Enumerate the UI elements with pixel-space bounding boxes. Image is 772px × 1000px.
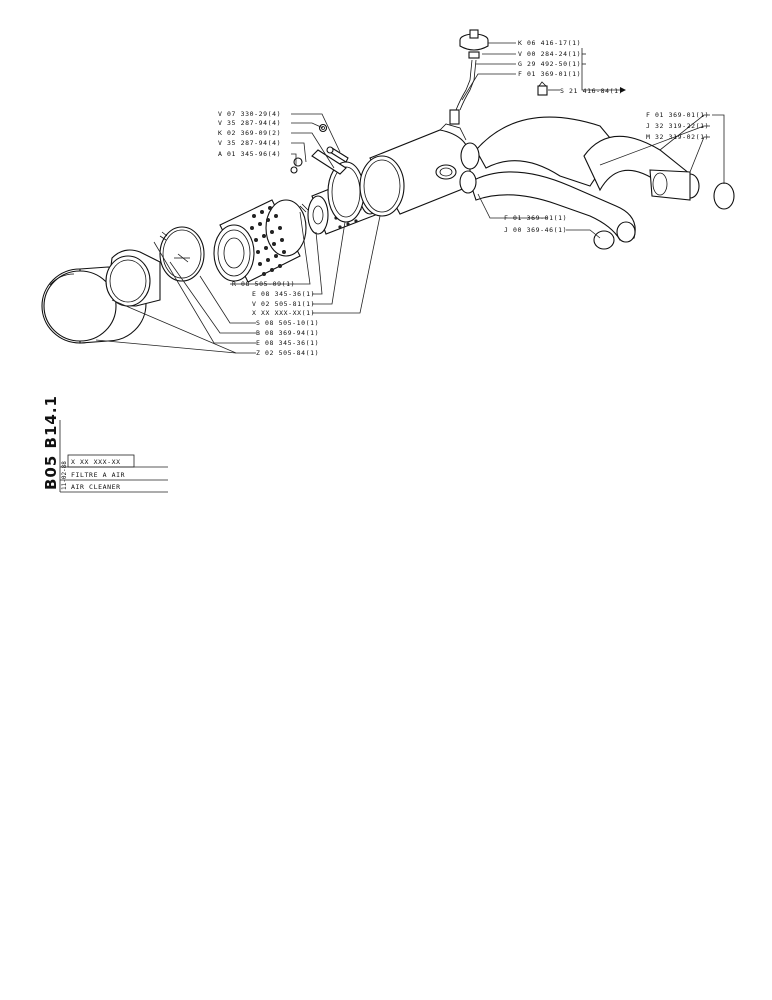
filter-element-part — [213, 199, 309, 283]
label-k06416: K 06 416-17(1) — [518, 39, 581, 47]
label-b08369: B 08 369-94(1) — [256, 329, 319, 337]
label-z02505: Z 02 505-84(1) — [256, 349, 319, 357]
revision-date: 11-02-88 — [61, 461, 68, 490]
title-english: AIR CLEANER — [71, 483, 121, 491]
title-french: FILTRE A AIR — [71, 471, 125, 479]
label-j00369: J 00 369-46(1) — [504, 226, 567, 234]
label-f01369-right: F 01 369-01(1) — [646, 111, 709, 119]
baffle-plate-part — [159, 226, 205, 282]
label-k02369: K 02 369-09(2) — [218, 129, 281, 137]
bracket-part — [311, 149, 347, 175]
label-v35287-a: V 35 287-94(4) — [218, 119, 281, 127]
label-e08345-b: E 08 345-36(1) — [256, 339, 319, 347]
label-v35287-b: V 35 287-94(4) — [218, 139, 281, 147]
hose-clamp-part — [459, 142, 735, 250]
gasket-ring-part — [327, 161, 365, 223]
label-g29492: G 29 492-50(1) — [518, 60, 581, 68]
intake-hose-part — [469, 116, 700, 241]
label-f01369-mid: F 01 369-01(1) — [504, 214, 567, 222]
label-v00284: V 00 284-24(1) — [518, 50, 581, 58]
label-v02505: V 02 505-81(1) — [252, 300, 315, 308]
label-xxx: X XX XXX-XX(1) — [252, 309, 315, 317]
label-j32319: J 32 319-22(1) — [646, 122, 709, 130]
label-e08345-a: E 08 345-36(1) — [252, 290, 315, 298]
section-code: B05 B14.1 — [42, 395, 60, 490]
label-f01369-top: F 01 369-01(1) — [518, 70, 581, 78]
title-block: B05 B14.1 11-02-88 X XX XXX-XX FILTRE A … — [42, 395, 168, 493]
label-r08505: R 08 505-09(1) — [232, 280, 295, 288]
part-number: X XX XXX-XX — [71, 458, 121, 466]
washer-part — [290, 157, 303, 174]
label-s08505: S 08 505-10(1) — [256, 319, 319, 327]
label-s21416: S 21 416-84(1) — [560, 87, 623, 95]
bolt-part — [326, 146, 349, 163]
label-a01345: A 01 345-96(4) — [218, 150, 281, 158]
label-m32319: M 32 319-02(1) — [646, 133, 709, 141]
part-labels: K 06 416-17(1) V 00 284-24(1) G 29 492-5… — [218, 39, 709, 357]
leader-lines — [95, 42, 725, 354]
filter-housing-part — [359, 123, 471, 217]
inner-cap-part — [105, 249, 161, 307]
label-v07330: V 07 330-29(4) — [218, 110, 281, 118]
restriction-indicator-part — [449, 29, 548, 125]
